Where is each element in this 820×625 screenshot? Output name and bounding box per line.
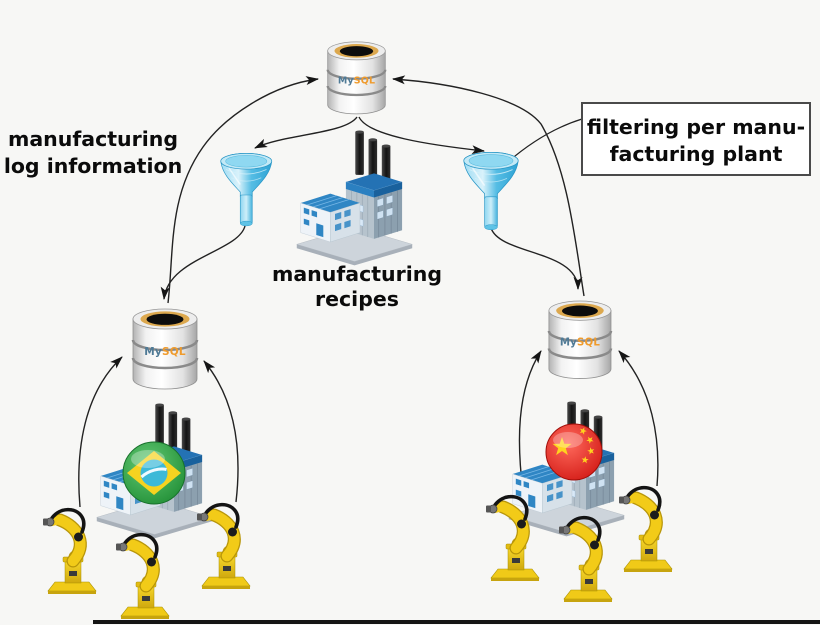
- brazil-robot-2: [116, 535, 169, 619]
- brazil-flag-globe: [122, 441, 186, 505]
- log-info-line2: log information: [4, 154, 182, 178]
- arrow-brazil-robot-right-to-db: [203, 360, 239, 503]
- brazil-robot-3: [197, 505, 250, 589]
- recipes-line2: recipes: [315, 287, 399, 311]
- china-robot-2: [559, 518, 612, 602]
- china-robot-3: [619, 488, 672, 572]
- log-info-line1: manufacturing: [8, 127, 178, 151]
- edges: [78, 75, 659, 508]
- recipes-factory: [296, 130, 413, 266]
- log-info-label: manufacturing log information: [4, 127, 182, 178]
- arrow-central-db-to-left-funnel: [254, 116, 358, 149]
- arrow-brazil-db-to-central-db: [167, 76, 319, 304]
- recipes-line1: manufacturing: [272, 262, 442, 286]
- left-filter-funnel: [220, 152, 273, 227]
- arrow-brazil-robot-left-to-db: [78, 356, 123, 508]
- arrow-left-funnel-to-brazil-db: [160, 225, 246, 300]
- china-flag-globe: [545, 423, 603, 481]
- right-filter-funnel: [462, 151, 520, 231]
- china-plant-mysql-db: [547, 299, 613, 380]
- arrow-right-funnel-to-china-db: [490, 227, 583, 290]
- filter-box-rect: [581, 102, 811, 176]
- arrow-central-db-to-right-funnel: [358, 116, 485, 155]
- filter-box-line2: facturing plant: [610, 142, 783, 166]
- filter-box-label: filtering per manu- facturing plant: [581, 102, 811, 176]
- filter-box-line1: filtering per manu-: [587, 115, 805, 139]
- central-mysql-db: [326, 40, 387, 116]
- brazil-plant-mysql-db: [131, 307, 199, 391]
- brazil-robot-1: [43, 510, 96, 594]
- arrow-china-db-to-central-db: [392, 75, 585, 297]
- bottom-edge-line: [93, 620, 820, 624]
- recipes-label: manufacturing recipes: [272, 262, 442, 311]
- arrow-china-robot-right-to-db: [618, 350, 659, 487]
